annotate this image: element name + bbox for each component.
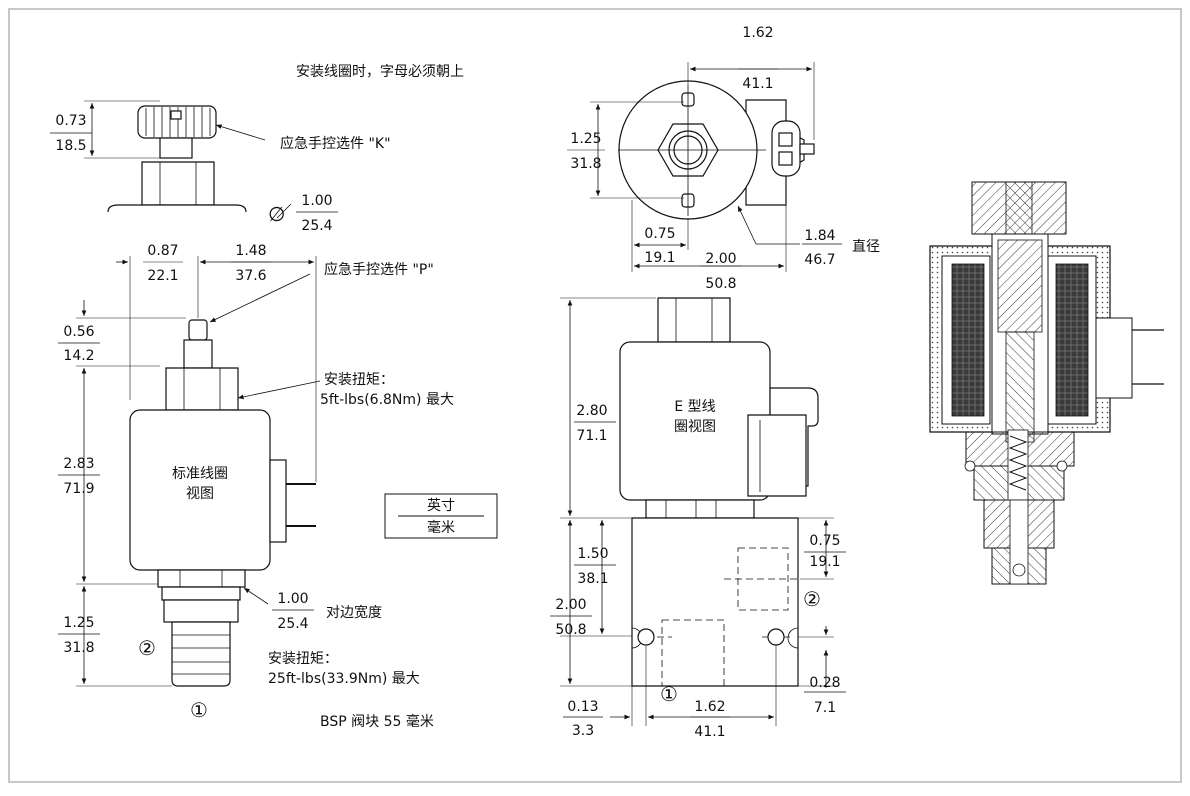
port-1-block: ①: [660, 682, 678, 706]
dim-block-height-in: 2.00: [555, 597, 586, 613]
hex-flats-label: 对边宽度: [326, 604, 382, 621]
port-1-left: ①: [190, 698, 208, 722]
dim-port-offset-in: 0.75: [809, 533, 840, 549]
coil-torque-label: 安装扭矩：: [324, 372, 394, 388]
dim-edge-offset-mm: 3.3: [572, 723, 594, 739]
dim-edge-offset-in: 0.13: [567, 699, 598, 715]
standard-coil-title-2: 视图: [186, 486, 214, 502]
cartridge-torque-value: 25ft-lbs(33.9Nm) 最大: [268, 671, 420, 687]
dim-e-coil-height-in: 2.80: [576, 403, 607, 419]
dim-knob-diameter-mm: 25.4: [301, 218, 332, 234]
dim-pin-height-mm: 14.2: [63, 348, 94, 364]
dim-coil-diameter-in: 1.84: [804, 228, 835, 244]
dim-e-coil-height-mm: 71.1: [576, 428, 607, 444]
legend-inches: 英寸: [427, 497, 455, 514]
dim-left-offset-mm: 22.1: [147, 268, 178, 284]
legend-millimeters: 毫米: [427, 519, 455, 536]
dim-slot-offset-mm: 19.1: [644, 250, 675, 266]
coil-orientation-note: 安装线圈时，字母必须朝上: [296, 64, 464, 80]
coil-top-view: [567, 62, 842, 272]
dim-coil-diameter-mm: 46.7: [804, 252, 835, 268]
e-coil-title-2: 圈视图: [674, 419, 716, 435]
dim-knob-diameter-in: 1.00: [301, 193, 332, 209]
dim-coil-width-mm: 50.8: [705, 276, 736, 292]
override-k-label: 应急手控选件 "K": [280, 135, 391, 152]
dim-left-offset-in: 0.87: [147, 243, 178, 259]
coil-torque-value: 5ft-lbs(6.8Nm) 最大: [320, 392, 454, 408]
dim-connector-reach-in: 1.48: [235, 243, 266, 259]
diameter-word: 直径: [852, 238, 880, 255]
dim-top-height-mm: 31.8: [570, 156, 601, 172]
port-2-left: ②: [138, 636, 156, 660]
dim-pin-height-in: 0.56: [63, 324, 94, 340]
cutaway-section-view: [929, 181, 1164, 585]
override-p-label: 应急手控选件 "P": [324, 261, 434, 278]
dim-top-width-in: 1.62: [742, 25, 773, 41]
standard-coil-title-1: 标准线圈: [172, 466, 228, 482]
unit-legend: [384, 493, 498, 539]
standard-coil-side-view: [129, 319, 316, 687]
dim-port-spacing-in: 1.62: [694, 699, 725, 715]
dim-cartridge-len-in: 1.25: [63, 615, 94, 631]
diameter-symbol: ∅: [268, 202, 285, 226]
dim-port-offset-mm: 19.1: [809, 554, 840, 570]
dim-top-width-mm: 41.1: [742, 76, 773, 92]
dim-block-upper-mm: 38.1: [577, 571, 608, 587]
dim-port-spacing-mm: 41.1: [694, 724, 725, 740]
dim-coil-width-in: 2.00: [705, 251, 736, 267]
dim-k-height-mm: 18.5: [55, 138, 86, 154]
port-2-block: ②: [803, 587, 821, 611]
dim-connector-reach-mm: 37.6: [235, 268, 266, 284]
dim-block-upper-in: 1.50: [577, 546, 608, 562]
left-dimension-lines: [50, 100, 338, 687]
dim-coil-height-mm: 71.9: [63, 481, 94, 497]
dim-hex-flats-mm: 25.4: [277, 616, 308, 632]
dim-hex-flats-in: 1.00: [277, 591, 308, 607]
frame: [8, 8, 1182, 783]
dim-top-height-in: 1.25: [570, 131, 601, 147]
dim-cartridge-len-mm: 31.8: [63, 640, 94, 656]
dim-slot-offset-in: 0.75: [644, 226, 675, 242]
k-override-view: [107, 105, 247, 213]
middle-dimension-lines: [550, 297, 846, 726]
text-layer: 安装线圈时，字母必须朝上 应急手控选件 "K" 应急手控选件 "P" 安装扭矩：…: [55, 25, 880, 740]
dim-coil-height-in: 2.83: [63, 456, 94, 472]
block-note: BSP 阀块 55 毫米: [320, 713, 434, 730]
dim-hole-offset-mm: 7.1: [814, 700, 836, 716]
cartridge-torque-label: 安装扭矩：: [268, 651, 338, 667]
e-coil-title-1: E 型线: [674, 399, 715, 415]
e-coil-side-view: [619, 297, 819, 687]
dim-block-height-mm: 50.8: [555, 622, 586, 638]
dim-hole-offset-in: 0.28: [809, 675, 840, 691]
dim-k-height-in: 0.73: [55, 113, 86, 129]
